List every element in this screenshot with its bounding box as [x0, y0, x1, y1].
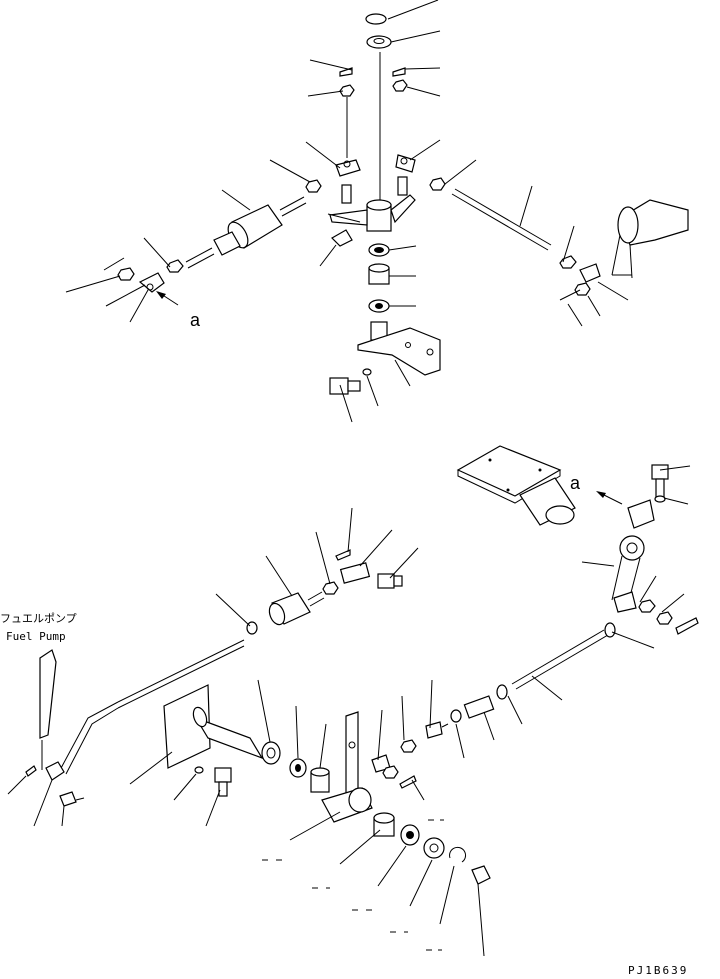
cotter-pin-mid — [335, 549, 351, 561]
stud-left — [341, 184, 352, 204]
nut-right-lower — [574, 282, 591, 296]
fuel-pump-bolt — [59, 791, 77, 807]
nut-right-rod — [429, 177, 446, 191]
bolt-base — [214, 767, 232, 783]
snap-ring-bottom — [449, 846, 466, 863]
lower-assembly: a — [0, 445, 699, 957]
turnbuckle — [463, 695, 495, 719]
washer-base — [194, 766, 204, 774]
dash-marks — [262, 819, 444, 951]
nut-lower-a — [400, 739, 417, 753]
cotter-pin-lower — [399, 775, 417, 789]
view-letter-top: a — [190, 310, 201, 330]
washer-large — [261, 741, 281, 765]
cotter-pin-lower-right — [675, 617, 699, 635]
nut-far-right — [656, 611, 673, 625]
connector-block — [339, 562, 371, 584]
fuel-pump-clevis — [45, 761, 65, 781]
nut-lever-end — [638, 599, 656, 613]
fuel-pump-label-jp: フュエルポンプ — [0, 612, 77, 625]
upper-assembly: a — [65, 0, 689, 423]
bolt-right — [651, 464, 669, 480]
rod-end-right — [579, 263, 601, 283]
nut-left-rod — [305, 179, 322, 193]
leader-lines-top — [65, 0, 629, 423]
stud-right — [397, 176, 408, 196]
fuel-pump-lever — [39, 649, 57, 739]
nut-upper-right — [392, 79, 408, 92]
view-letter-bottom: a — [570, 473, 581, 493]
mounting-bracket — [357, 327, 441, 376]
lever-hub — [619, 535, 645, 561]
washer-bottom — [423, 837, 445, 859]
rod-end-left — [138, 272, 165, 293]
washer-right — [654, 495, 666, 503]
nut-turnbuckle — [496, 684, 508, 700]
base-plate — [163, 684, 211, 769]
washer-bracket — [362, 368, 372, 376]
cotter-pin-fuel-pump — [25, 765, 37, 777]
base-shaft — [194, 716, 264, 760]
grease-fitting — [331, 229, 353, 247]
snap-ring-top — [365, 13, 387, 25]
nut-upper-left — [339, 84, 355, 97]
nut-rod-top — [604, 622, 616, 638]
bolt-head-bracket — [329, 377, 349, 395]
cotter-pin-right — [392, 67, 406, 77]
left-damper-cylinder — [185, 196, 307, 269]
nut-right-rod-end — [559, 255, 577, 269]
lever-end — [613, 591, 637, 613]
nut-far-left — [117, 267, 135, 281]
drawing-code: PJ1B639 — [628, 964, 688, 977]
nut-mid-right — [450, 709, 462, 723]
nut-mid-cyl — [322, 581, 339, 595]
nut-mid-left — [246, 621, 258, 635]
nut-lower-b — [382, 765, 399, 779]
leader-lines-bottom — [7, 465, 691, 957]
grease-fitting-bottom — [471, 865, 491, 885]
washer-top — [366, 35, 392, 49]
nut-left-cyl — [166, 259, 184, 273]
stud-lower — [425, 721, 443, 739]
clevis-lever — [627, 499, 655, 529]
fuel-pump-label-en: Fuel Pump — [6, 630, 66, 643]
